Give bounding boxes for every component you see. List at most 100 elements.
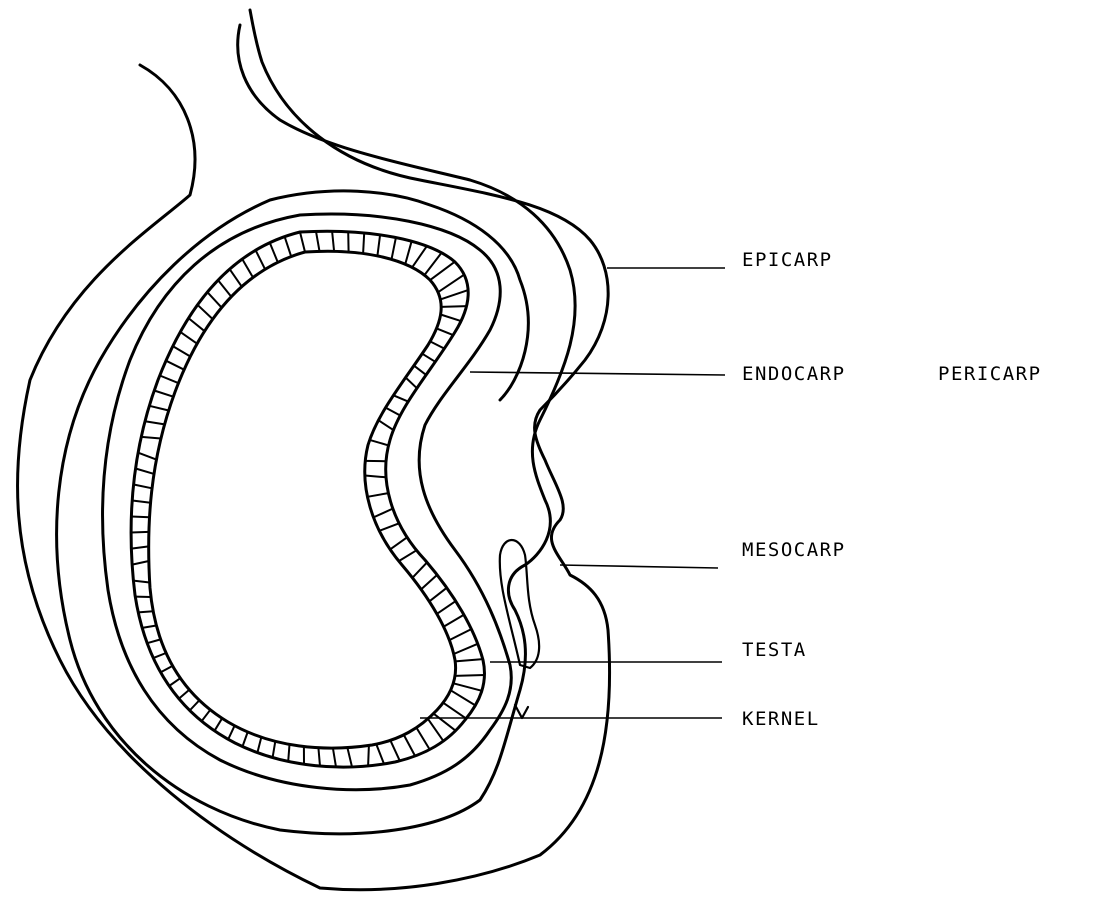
hatch-mark: [365, 476, 386, 478]
hatch-mark: [318, 748, 320, 766]
pericarp-label: PERICARP: [938, 363, 1042, 385]
hatch-mark: [142, 626, 156, 628]
hatch-mark: [190, 700, 200, 710]
endocarp-label: ENDOCARP: [742, 363, 846, 385]
hatch-mark: [376, 744, 384, 764]
hatch-mark: [316, 231, 320, 251]
hatch-mark: [451, 690, 476, 705]
hatch-mark: [390, 740, 399, 760]
hatch-mark: [131, 546, 148, 548]
hatch-mark: [189, 318, 205, 331]
hatch-mark: [454, 644, 478, 654]
hatch-mark: [399, 550, 417, 561]
hatch-mark: [160, 376, 179, 384]
hatch-mark: [273, 741, 276, 757]
hatch-mark: [378, 420, 393, 430]
hatch-mark: [228, 726, 234, 740]
hatch-mark: [285, 237, 292, 257]
hatch-mark: [218, 280, 231, 297]
testa-inner: [149, 251, 456, 748]
hatch-mark: [430, 341, 444, 348]
hatch-mark: [392, 238, 396, 260]
hatch-mark: [161, 666, 173, 673]
hatch-mark: [422, 354, 435, 362]
hatch-mark: [333, 748, 336, 767]
hatch-mark: [393, 395, 408, 401]
kernel-arrowhead: [515, 705, 528, 718]
hatch-mark: [406, 378, 417, 389]
hatch-mark: [412, 246, 427, 267]
hatch-mark: [243, 732, 248, 747]
hatch-mark: [132, 561, 149, 565]
hatch-mark: [374, 509, 393, 518]
hatch-mark: [429, 588, 446, 602]
hatch-mark: [180, 332, 197, 344]
endocarp-inner: [131, 231, 484, 767]
hatch-mark: [256, 250, 266, 269]
hatch-mark: [300, 232, 305, 252]
endocarp-outer: [103, 214, 512, 790]
hatch-mark: [455, 659, 483, 661]
hatch-mark: [270, 243, 278, 263]
hatch-mark: [440, 290, 468, 299]
hatch-mark: [449, 629, 471, 640]
hatch-mark: [441, 315, 461, 322]
hatch-mark: [131, 532, 149, 533]
epicarp-label: EPICARP: [742, 249, 833, 271]
hatch-mark: [149, 406, 168, 411]
mesocarp-leader: [560, 565, 718, 568]
hatch-mark: [153, 653, 166, 658]
hatch-mark: [215, 718, 223, 731]
hatch-mark: [147, 639, 161, 643]
hatch-mark: [428, 719, 444, 741]
hatch-mark: [453, 683, 481, 691]
hatch-mark: [405, 241, 411, 264]
hatch-mark: [145, 421, 165, 424]
hatch-mark: [363, 233, 364, 254]
hatch-mark: [370, 440, 389, 446]
hatch-mark: [242, 259, 253, 278]
hatch-mark: [154, 391, 173, 397]
hatch-mark: [441, 306, 466, 307]
hatch-mark: [207, 292, 221, 308]
hatch-mark: [416, 728, 429, 750]
hatch-mark: [230, 269, 242, 287]
hatch-mark: [414, 366, 426, 375]
hatch-mark: [368, 493, 389, 497]
hatch-mark: [132, 501, 150, 503]
hatch-mark: [173, 346, 191, 356]
hatch-mark: [133, 581, 149, 583]
hatch-mark: [134, 485, 152, 489]
hatch-mark: [444, 615, 464, 627]
hatch-mark: [332, 231, 334, 251]
mesocarp-boundary: [57, 25, 576, 834]
hatch-mark: [434, 714, 456, 731]
hatch-mark: [257, 737, 261, 752]
hatch-mark: [421, 575, 437, 590]
hatch-mark: [438, 275, 464, 293]
hatch-mark: [138, 611, 153, 612]
testa-label: TESTA: [742, 639, 807, 661]
hatch-mark: [169, 678, 180, 686]
hatch-mark: [390, 537, 407, 549]
hatch-mark: [141, 437, 161, 439]
hatch-mark: [424, 253, 441, 275]
hatch-mark: [288, 744, 289, 761]
hatch-mark: [377, 235, 380, 256]
hatch-mark: [379, 523, 399, 531]
hatch-mark: [202, 710, 211, 721]
hatch-mark: [131, 517, 149, 518]
endocarp-leader: [470, 372, 725, 375]
hatch-mark: [443, 703, 466, 719]
hatch-mark: [437, 328, 454, 335]
hatch-mark: [386, 408, 401, 416]
mesocarp-label: MESOCARP: [742, 539, 846, 561]
kernel-label: KERNEL: [742, 708, 820, 730]
hatch-mark: [368, 745, 369, 766]
hatch-mark: [138, 453, 156, 460]
hatch-mark: [430, 262, 455, 280]
hatch-mark: [347, 748, 352, 767]
testa-hatching: [131, 231, 484, 767]
hatch-mark: [136, 469, 154, 474]
